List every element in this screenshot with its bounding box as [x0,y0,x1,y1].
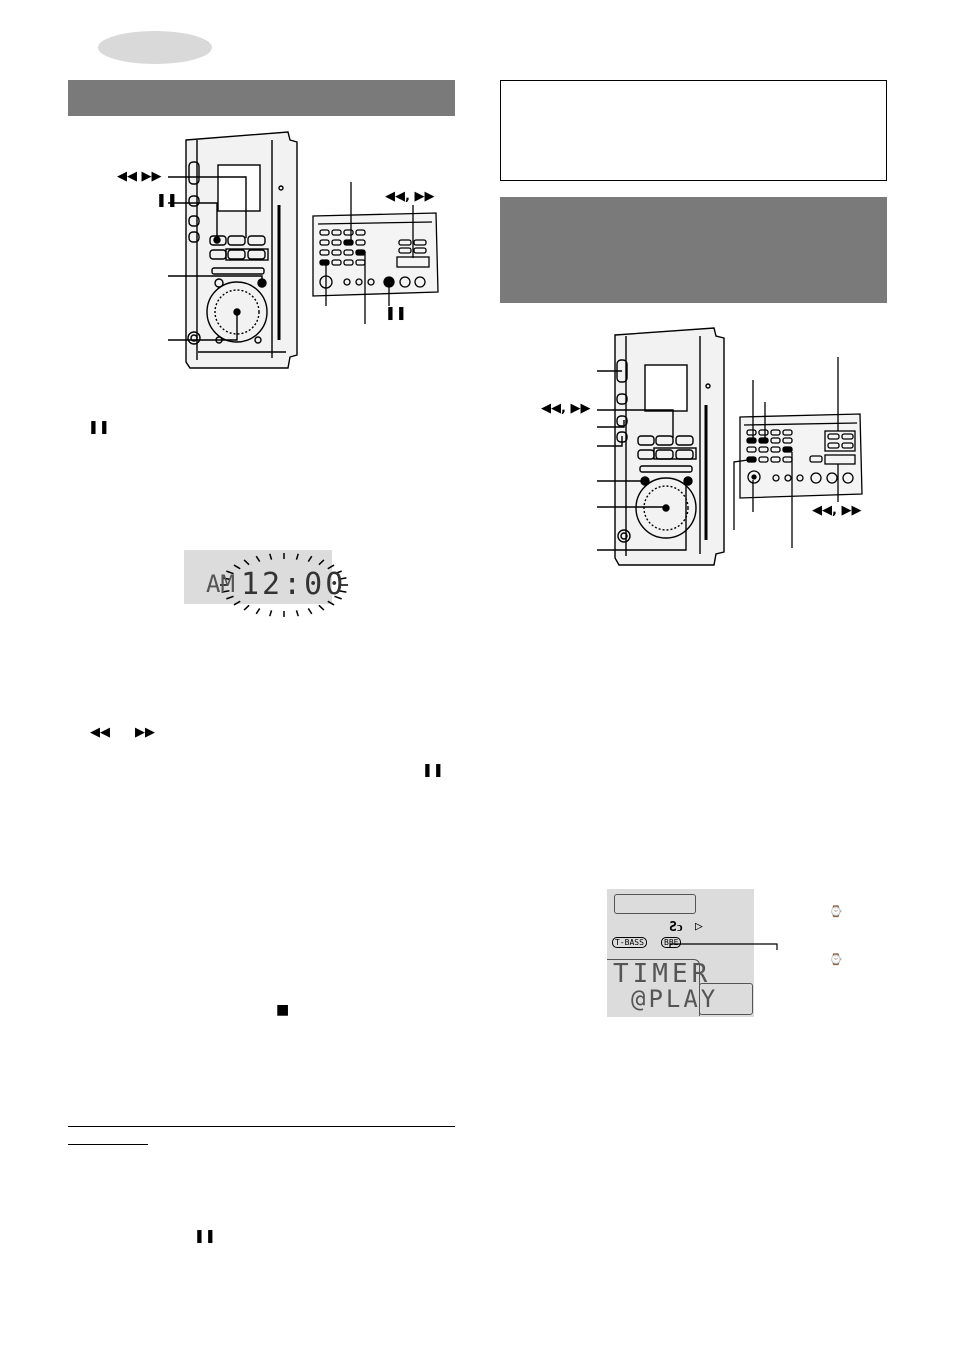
rew-ff-label-remote: ◀◀, ▶▶ [385,189,435,204]
clock-icon-1: ⌚ [829,905,843,918]
blink-ray [269,553,273,560]
footnote-short-rule [68,1144,148,1145]
rew-ff-label-right-unit: ◀◀, ▶▶ [541,401,591,416]
blink-ray [255,608,261,615]
stop-label: ■ [276,1002,290,1018]
ff-label: ▶▶ [135,725,155,740]
pause-label-4: ❚❚ [194,1229,216,1244]
timer-lcd-display: Ƨↄ ▷ T-BASS BBE TIMER @PLAY [607,889,754,1017]
rew-label: ◀◀ [90,725,110,740]
pause-label-remote: ❚❚ [385,306,407,321]
blink-ray [327,564,335,570]
blink-ray [243,559,250,566]
blink-ray [334,570,342,575]
blink-ray [334,595,342,600]
bbe-indicator: BBE [661,937,682,948]
blink-ray [221,590,230,593]
blink-ray [226,595,234,600]
clock-icon-2: ⌚ [829,953,843,966]
tbass-indicator: T-BASS [612,937,647,948]
blink-ray [226,570,234,575]
left-section-header-bar [68,80,455,116]
blink-ray [233,600,241,606]
rew-ff-label-1: ◀◀ ▶▶ [117,169,162,184]
rew-ff-label-right-remote: ◀◀, ▶▶ [812,503,862,518]
blink-ray [338,577,347,580]
note-box [500,80,887,181]
timer-secondary-frame [699,983,753,1015]
blink-ray [318,604,325,611]
lcd-empty-segment [614,894,696,914]
right-section-header-bar [500,197,887,303]
clock-am-indicator: AM [206,570,235,598]
blink-ray [243,604,250,611]
blink-ray [269,610,273,617]
blink-ray [327,600,335,606]
pause-label-1: ❚❚ [156,193,178,208]
clock-time: 12:00 [241,567,347,602]
blink-ray [307,555,313,562]
blink-ray [338,590,347,593]
timer-line-2: @PLAY [631,985,719,1013]
pause-label-2: ❚❚ [88,420,110,435]
repeat-indicator: Ƨↄ [669,920,683,935]
page-tab-shape [98,31,212,64]
blink-ray [307,608,313,615]
blink-ray [233,564,241,570]
pause-label-3: ❚❚ [422,763,444,778]
blink-ray [295,553,299,560]
blink-ray [221,577,230,580]
blink-ray [255,555,261,562]
footnote-rule [68,1126,455,1127]
play-indicator: ▷ [695,919,703,934]
timer-line-1: TIMER [613,959,712,989]
blink-ray [318,559,325,566]
blink-ray [295,610,299,617]
